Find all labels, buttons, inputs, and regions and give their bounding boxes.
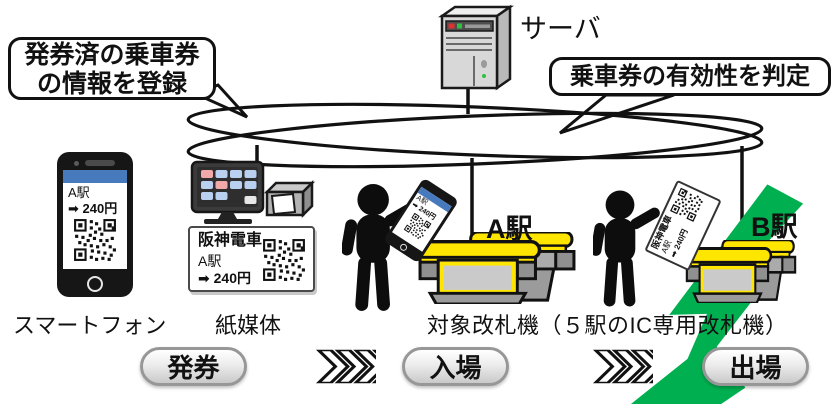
callout-validate-ticket: 乗車券の有効性を判定: [549, 57, 831, 96]
phone-app-header: [63, 170, 127, 183]
paper-ticket-caption: 紙媒体: [215, 313, 282, 338]
qr-code-icon: [262, 238, 306, 282]
gates-caption: 対象改札機（５駅のIC専用改札機）: [427, 313, 788, 338]
smartphone: A駅 ➡ 240円: [57, 152, 133, 297]
network-ring: [186, 102, 764, 169]
flow-step-exit: 出場: [702, 347, 809, 386]
flow-arrow-issue-to-entry: [290, 349, 376, 384]
callout-line-1: 発券済の乗車券: [24, 41, 200, 69]
server-label: サーバ: [520, 14, 601, 44]
flow-step-issue: 発券: [140, 347, 247, 386]
phone-screen: A駅 ➡ 240円: [63, 170, 127, 269]
flow-arrow-entry-to-exit: [567, 349, 653, 384]
smartphone-caption: スマートフォン: [13, 313, 167, 338]
gate-b-icon: [684, 240, 797, 303]
gate-a-station-label: A駅: [486, 214, 533, 244]
paper-ticket: 阪神電車 A駅 ➡ 240円: [188, 226, 315, 292]
phone-home-button: [87, 276, 103, 292]
callout-register-ticket: 発券済の乗車券 の情報を登録: [8, 37, 216, 100]
qr-code-icon: [73, 218, 117, 262]
callout-text: 乗車券の有効性を判定: [570, 63, 810, 90]
gate-b-station-label: B駅: [751, 212, 798, 242]
handheld-phone-home-button: [398, 242, 409, 253]
phone-camera-dot: [74, 161, 79, 166]
issuing-terminal-icon: [190, 160, 265, 224]
callout-line-2: の情報を登録: [36, 70, 187, 98]
server-icon: [437, 4, 515, 91]
phone-fare-text: ➡ 240円: [68, 201, 118, 216]
ticket-fare-text: ➡ 240円: [198, 270, 251, 286]
phone-speaker: [85, 160, 115, 166]
ticket-railway-text: 阪神電車: [198, 232, 263, 249]
phone-station-text: A駅: [68, 185, 90, 200]
printer-icon: [263, 179, 316, 219]
ticket-station-text: A駅: [198, 253, 222, 269]
flow-step-entry: 入場: [402, 347, 509, 386]
